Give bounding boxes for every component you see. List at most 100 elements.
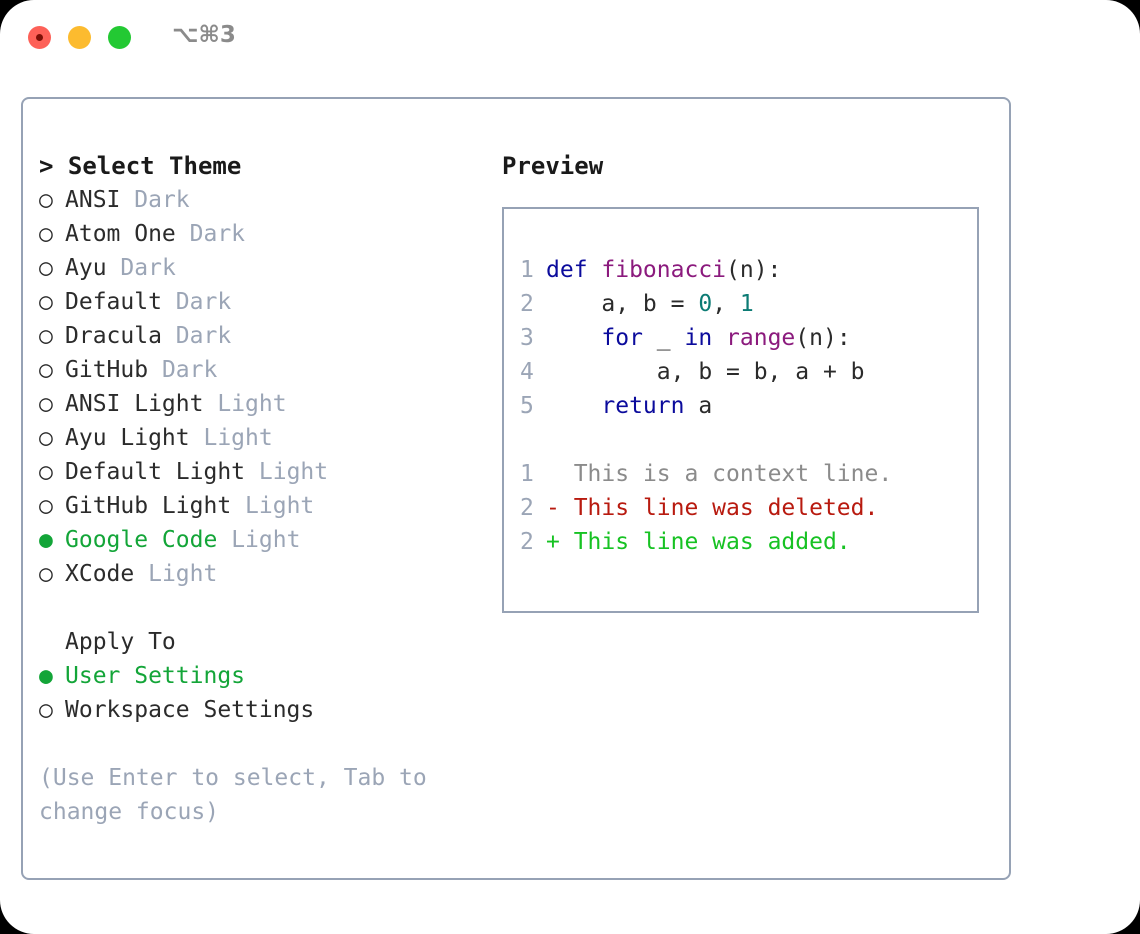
code-token: , — [712, 291, 740, 317]
keyboard-shortcut-label: ⌥⌘3 — [172, 22, 236, 48]
keyboard-hint-text: (Use Enter to select, Tab to change focu… — [39, 765, 427, 825]
traffic-lights — [28, 26, 131, 49]
radio-selected-icon: ● — [39, 663, 53, 689]
line-number: 2 — [520, 291, 534, 317]
minimize-window-button[interactable] — [68, 26, 91, 49]
theme-option-label: XCode — [65, 561, 135, 587]
line-number: 2 — [520, 495, 534, 521]
theme-picker-panel: > Select Theme ○ANSI Dark○Atom One Dark○… — [21, 97, 1011, 880]
radio-unselected-icon: ○ — [39, 425, 53, 451]
theme-option-github[interactable]: ○GitHub Dark — [39, 353, 479, 387]
theme-option-category: Light — [217, 391, 287, 417]
line-number: 3 — [520, 325, 534, 351]
preview-heading: Preview — [502, 152, 604, 180]
theme-option-label: GitHub — [65, 357, 149, 383]
theme-option-github-light[interactable]: ○ GitHub Light Light — [39, 489, 479, 523]
section-spacer — [39, 591, 479, 625]
theme-option-default[interactable]: ○Default Dark — [39, 285, 479, 319]
theme-option-category: Dark — [189, 221, 246, 247]
code-line: 4 a, b = b, a + b — [520, 355, 977, 389]
code-line: 5 return a — [520, 389, 977, 423]
code-line: 3 for _ in range(n): — [520, 321, 977, 355]
code-token: 0 — [698, 291, 713, 317]
theme-option-label: Ayu Light — [65, 425, 190, 451]
theme-option-list[interactable]: ○ANSI Dark○Atom One Dark○Ayu Dark○Defaul… — [39, 183, 479, 591]
apply-to-option-label: Workspace Settings — [65, 697, 315, 723]
theme-option-atom-one[interactable]: ○ Atom One Dark — [39, 217, 479, 251]
theme-option-category: Dark — [120, 255, 176, 281]
theme-option-ansi-light[interactable]: ○ ANSI Light Light — [39, 387, 479, 421]
radio-unselected-icon: ○ — [39, 493, 53, 519]
maximize-window-button[interactable] — [108, 26, 131, 49]
radio-selected-icon: ● — [39, 527, 53, 553]
code-diff-spacer — [520, 423, 977, 457]
theme-option-ansi[interactable]: ○ ANSI Dark — [39, 183, 479, 217]
radio-unselected-icon: ○ — [39, 255, 53, 281]
code-token: _ — [656, 325, 685, 351]
theme-option-category: Light — [203, 425, 273, 451]
code-line: 2 a, b = 0, 1 — [520, 287, 977, 321]
code-token: (n): — [795, 325, 851, 351]
theme-option-category: Light — [148, 561, 218, 587]
close-window-button[interactable] — [28, 26, 51, 49]
theme-option-label: Default Light — [65, 459, 246, 485]
theme-option-category: Light — [245, 493, 315, 519]
code-token: (n): — [726, 257, 782, 283]
line-number: 5 — [520, 393, 534, 419]
diff-text: This line was deleted. — [573, 495, 879, 521]
apply-to-option-workspace-settings[interactable]: ○Workspace Settings — [39, 693, 479, 727]
radio-unselected-icon: ○ — [39, 561, 53, 587]
radio-unselected-icon: ○ — [39, 221, 53, 247]
theme-option-label: ANSI Light — [65, 391, 204, 417]
radio-unselected-icon: ○ — [39, 391, 53, 417]
code-token: return — [546, 393, 699, 419]
apply-to-heading: Apply To — [65, 629, 176, 655]
theme-option-category: Dark — [175, 289, 232, 315]
theme-option-category: Light — [231, 527, 301, 553]
code-token: range — [726, 325, 796, 351]
apply-to-option-list[interactable]: ● User Settings ○Workspace Settings — [39, 659, 479, 727]
code-token: a — [698, 393, 713, 419]
theme-option-ayu-light[interactable]: ○ Ayu Light Light — [39, 421, 479, 455]
diff-marker: + — [546, 529, 574, 555]
radio-unselected-icon: ○ — [39, 459, 53, 485]
code-token: a, b = — [546, 291, 699, 317]
theme-option-category: Dark — [134, 187, 190, 213]
radio-unselected-icon: ○ — [39, 323, 53, 349]
apply-to-option-label: User Settings — [65, 663, 246, 689]
select-theme-heading: > Select Theme — [39, 152, 242, 180]
apply-to-option-user-settings[interactable]: ● User Settings — [39, 659, 479, 693]
theme-option-category: Dark — [175, 323, 232, 349]
diff-text: This line was added. — [573, 529, 851, 555]
theme-option-ayu[interactable]: ○Ayu Dark — [39, 251, 479, 285]
theme-option-label: ANSI — [65, 187, 121, 213]
radio-unselected-icon: ○ — [39, 289, 53, 315]
line-number: 2 — [520, 529, 534, 555]
diff-text: This is a context line. — [573, 461, 893, 487]
code-token: for — [546, 325, 657, 351]
line-number: 1 — [520, 257, 534, 283]
theme-selection-column: > Select Theme ○ANSI Dark○Atom One Dark○… — [39, 149, 479, 829]
diff-sample: 1 This is a context line.2- This line wa… — [520, 457, 977, 559]
radio-unselected-icon: ○ — [39, 357, 53, 383]
title-bar: ⌥⌘3 — [0, 0, 1140, 78]
theme-option-dracula[interactable]: ○Dracula Dark — [39, 319, 479, 353]
theme-option-default-light[interactable]: ○ Default Light Light — [39, 455, 479, 489]
radio-unselected-icon: ○ — [39, 187, 53, 213]
theme-option-xcode[interactable]: ○ XCode Light — [39, 557, 479, 591]
line-number: 4 — [520, 359, 534, 385]
theme-option-google-code[interactable]: ● Google Code Light — [39, 523, 479, 557]
theme-option-label: Atom One — [65, 221, 176, 247]
diff-line-ctx: 1 This is a context line. — [520, 457, 977, 491]
theme-option-category: Light — [258, 459, 329, 485]
code-token: in — [684, 325, 727, 351]
theme-option-label: GitHub Light — [65, 493, 232, 519]
theme-option-label: Google Code — [65, 527, 218, 553]
diff-marker — [546, 461, 574, 487]
code-token: def — [546, 257, 602, 283]
